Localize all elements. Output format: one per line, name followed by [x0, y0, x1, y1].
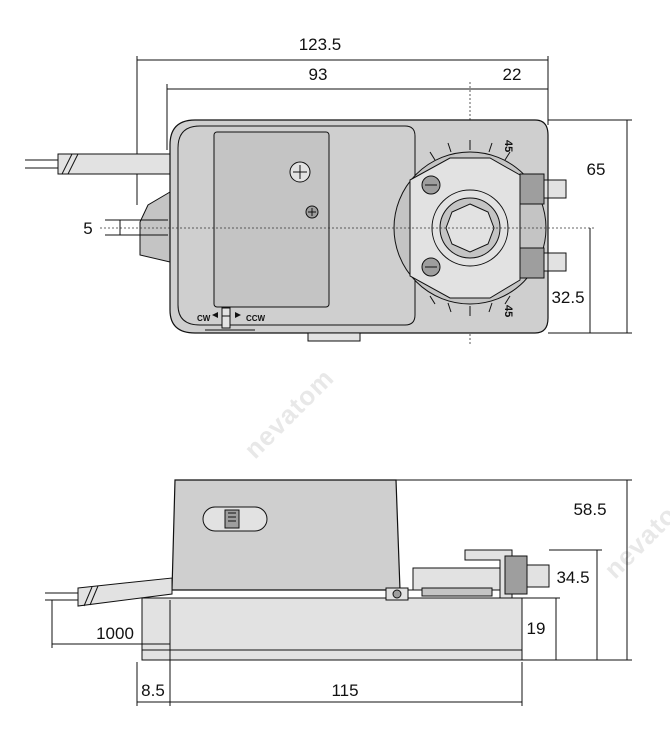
dim-half-height: 32.5: [551, 228, 591, 333]
arrow-left-icon: [212, 312, 218, 318]
screw-bottom-icon: [305, 205, 319, 219]
angle-label-top: 45: [502, 140, 514, 152]
screw-top-icon: [289, 161, 311, 183]
watermark-far-right: nevatom: [598, 482, 670, 584]
dim-base-height: 19: [522, 597, 560, 660]
dim-label-19: 19: [527, 619, 546, 638]
dim-height: 65: [548, 119, 632, 334]
shaft-assembly-side: [385, 549, 550, 601]
dim-overall-length: 123.5: [136, 35, 549, 205]
dim-cable-length: 1000: [51, 600, 170, 648]
base-plate: [141, 597, 523, 651]
cover-plate: [213, 131, 330, 308]
dim-cable-gap: 5: [83, 219, 168, 238]
dim-label-32-5: 32.5: [551, 288, 584, 307]
side-view: 58.5 34.5 19 1000 8.5 115: [45, 479, 632, 706]
label-ccw: CCW: [246, 314, 266, 323]
side-switch: [202, 506, 268, 532]
bolt-lower-icon: [421, 257, 441, 277]
arrow-right-icon: [235, 312, 241, 318]
label-cw: CW: [197, 314, 211, 323]
cable-side: [45, 577, 173, 607]
top-view: 123.5 93 22: [25, 35, 632, 345]
dim-label-65: 65: [587, 160, 606, 179]
watermark-center: nevatom: [238, 362, 340, 464]
dim-label-22: 22: [503, 65, 522, 84]
dim-label-123-5: 123.5: [299, 35, 342, 54]
dim-label-8-5: 8.5: [141, 681, 165, 700]
dim-label-115: 115: [331, 681, 358, 700]
bottom-tab: [307, 332, 361, 342]
dim-label-93: 93: [309, 65, 328, 84]
housing-side: [171, 479, 401, 591]
dim-label-34-5: 34.5: [556, 568, 589, 587]
angle-label-bottom: 45: [502, 305, 514, 317]
dim-label-1000: 1000: [96, 624, 134, 643]
dim-shaft-height: 34.5: [549, 549, 602, 660]
dim-base-length: 8.5 115: [136, 600, 523, 706]
dim-total-height: 58.5: [396, 479, 632, 661]
bolt-upper-icon: [421, 175, 441, 195]
cable-clamp: [139, 191, 171, 263]
base-foot: [141, 649, 523, 661]
dim-label-58-5: 58.5: [573, 500, 606, 519]
cable-top: [25, 153, 171, 175]
direction-switch: CW CCW: [197, 307, 266, 331]
dim-body-length: 93 22: [166, 65, 548, 150]
dim-label-5: 5: [83, 219, 92, 238]
rotation-scale: [429, 140, 511, 316]
